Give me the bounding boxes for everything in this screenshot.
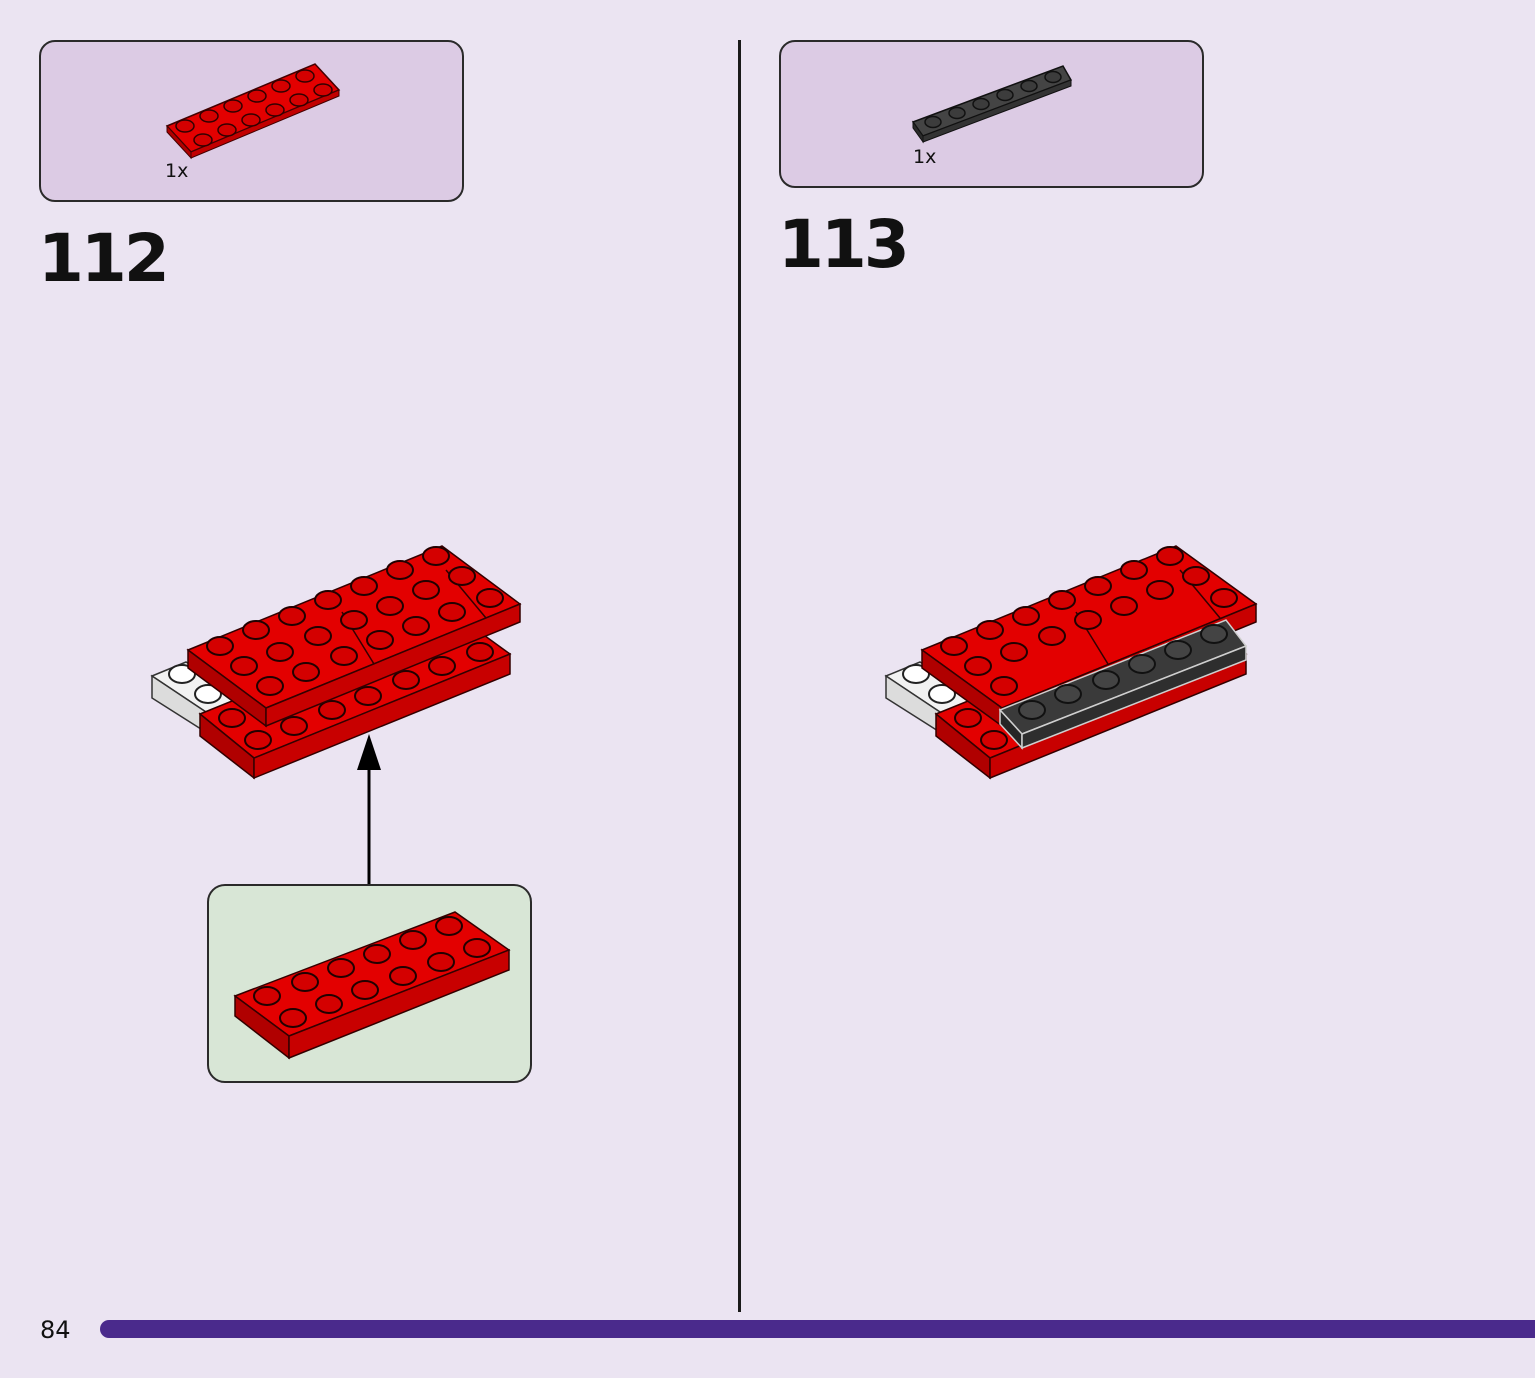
step-112-model-illustration [150,545,522,884]
red-plate-2x6-icon [165,63,341,160]
subassembly-callout [207,884,532,1083]
parts-list-step-113: 1x [779,40,1204,188]
step-113-model-illustration [884,545,1258,780]
parts-list-step-112: 1x [39,40,464,202]
step-number: 112 [38,220,170,297]
step-divider [738,40,741,1312]
red-plate-2x6-icon [233,911,511,1060]
part-quantity: 1x [165,160,189,182]
step-number: 113 [778,206,910,283]
part-quantity: 1x [913,146,937,168]
progress-bar [100,1320,1535,1338]
dark-gray-plate-1x6-icon [911,65,1073,144]
page-number: 84 [40,1316,71,1344]
